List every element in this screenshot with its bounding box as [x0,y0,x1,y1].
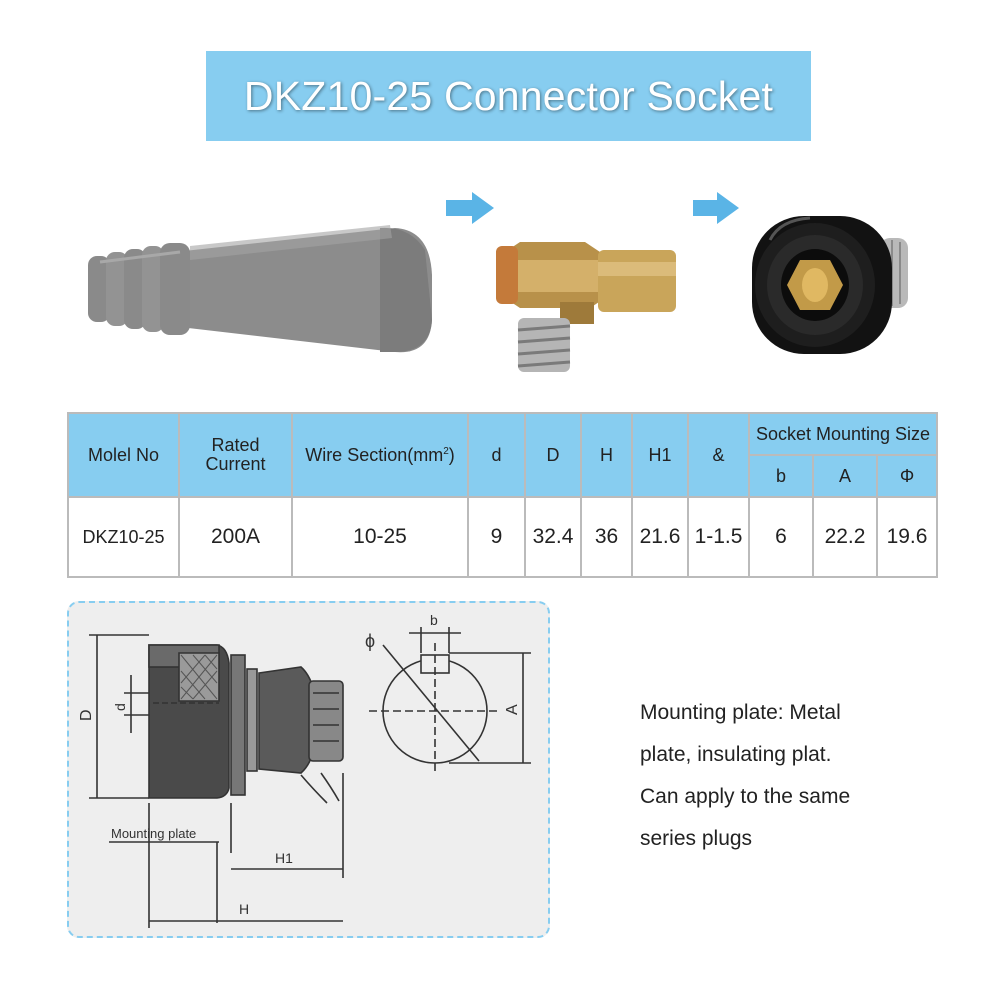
header-A: A [812,454,878,498]
cell-rated-current: 200A [178,496,293,578]
label-H: H [239,901,249,917]
cell-d: 9 [467,496,526,578]
description-line-4: series plugs [640,827,753,850]
label-mounting-plate: Mounting plate [111,826,196,841]
label-A: A [504,704,521,715]
header-wire-section-close: ) [448,444,455,465]
header-rated-current: Rated Current [178,412,293,498]
header-wire-section-text: Wire Section(mm [305,444,444,465]
description-line-3: Can apply to the same [640,785,851,808]
description-text: Mounting plate: Metal plate, insulating … [640,692,970,860]
table-subheader-row: b A Φ [68,454,939,498]
cell-A: 22.2 [812,496,878,578]
header-model: Molel No [67,412,180,498]
product-photos [88,192,908,372]
header-socket-mounting-size: Socket Mounting Size [747,412,939,456]
cell-phi: 19.6 [875,496,939,578]
cell-amp: 1-1.5 [687,496,750,578]
header-wire-section: Wire Section(mm2) [291,412,469,498]
cell-H1: 21.6 [631,496,689,578]
cell-model: DKZ10-25 [67,496,180,578]
cell-H: 36 [580,496,633,578]
header-D: D [524,412,582,498]
header-H: H [580,412,633,498]
description-line-1: Mounting plate: Metal [640,701,841,724]
spec-table: Molel No Rated Current Wire Section(mm2)… [67,412,939,578]
title-banner: DKZ10-25 Connector Socket [206,51,811,141]
brass-fitting-image [496,242,676,372]
panel-socket-image [752,216,908,354]
header-d: d [467,412,526,498]
label-H1: H1 [275,850,293,866]
header-b: b [748,454,814,498]
description-line-2: plate, insulating plat. [640,743,832,766]
arrow-right-icon [693,192,739,224]
cell-wire-section: 10-25 [291,496,469,578]
header-amp: & [687,412,750,498]
cable-plug-image [88,225,432,353]
header-wire-section-sup: 2 [443,445,449,457]
cell-D: 32.4 [524,496,582,578]
header-phi: Φ [875,454,939,498]
table-row: DKZ10-25 200A 10-25 9 32.4 36 21.6 1-1.5… [67,496,939,578]
label-phi: ϕ [365,631,375,651]
dimension-drawing: D d Mounting plate H1 H ϕ b A [78,612,531,928]
label-d: d [112,703,128,711]
dimension-drawing-panel: D d Mounting plate H1 H ϕ b A [67,601,550,938]
table-header-row: Molel No Rated Current Wire Section(mm2)… [67,412,939,498]
label-D: D [78,709,95,721]
cell-b: 6 [748,496,814,578]
header-H1: H1 [631,412,689,498]
page-title: DKZ10-25 Connector Socket [243,72,774,119]
arrow-right-icon [446,192,494,224]
label-b: b [430,612,438,628]
